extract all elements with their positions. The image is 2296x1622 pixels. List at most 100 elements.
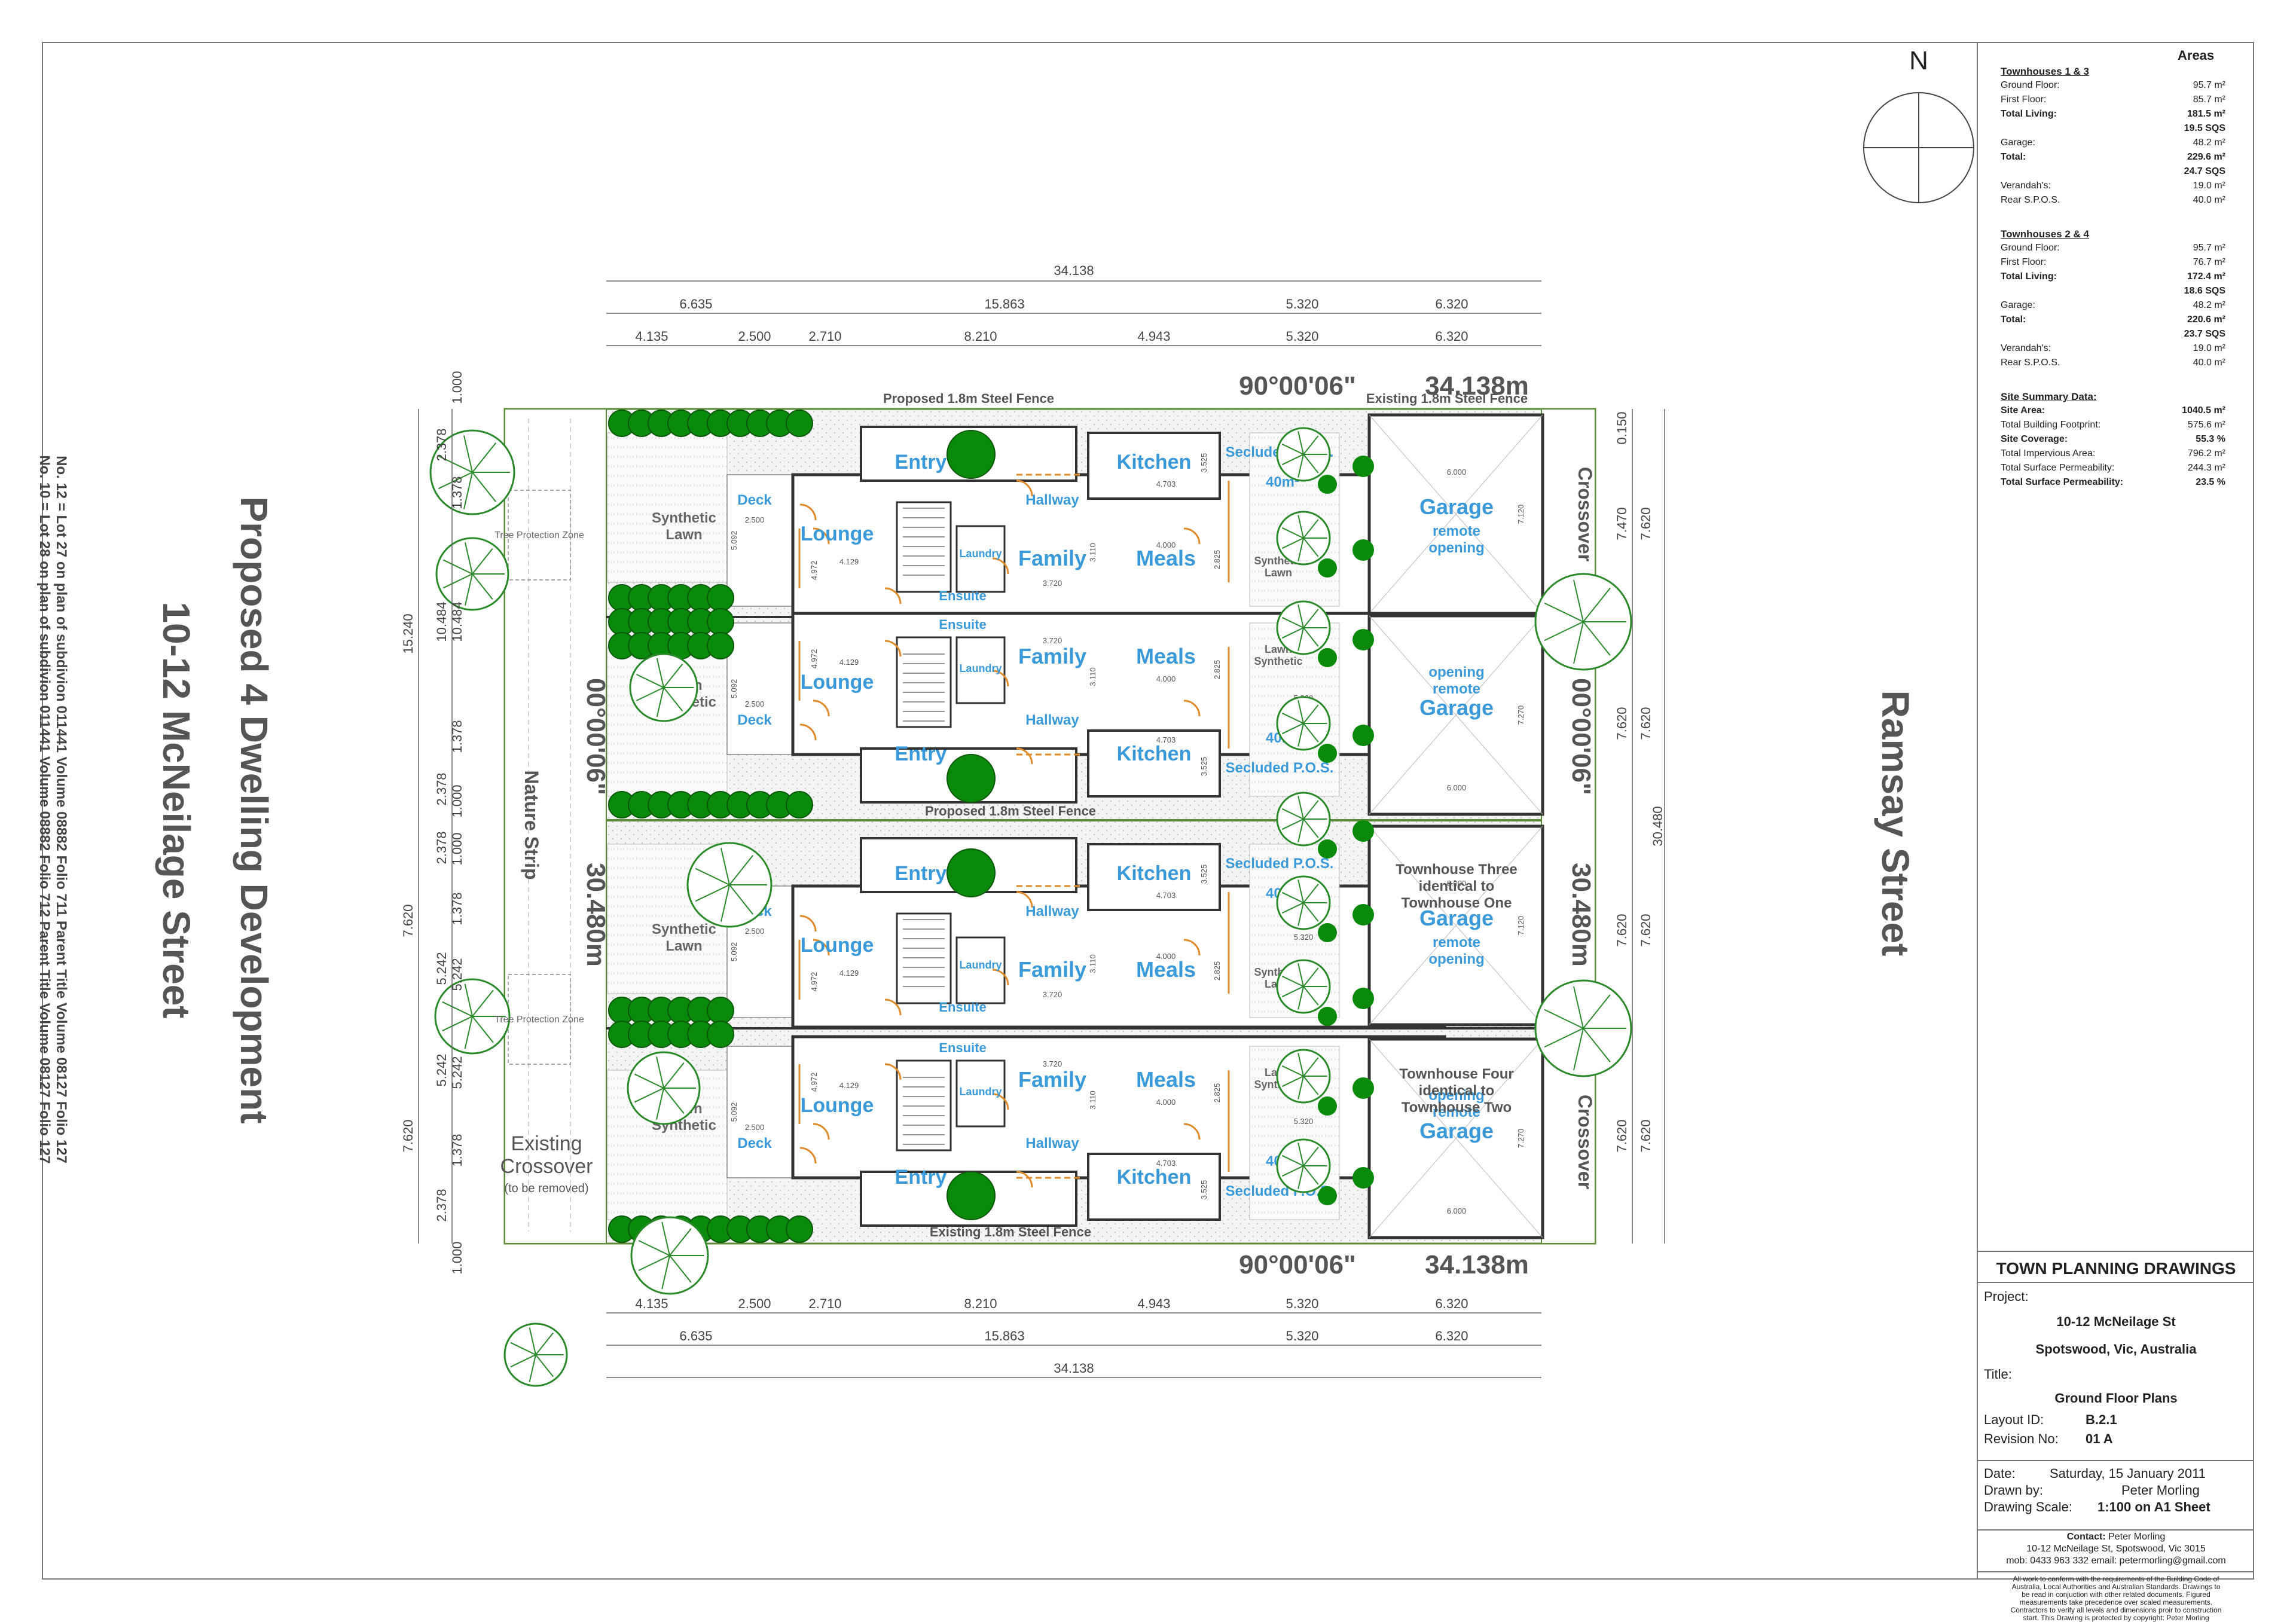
dim-kitchen-width: 4.703 [1156, 735, 1176, 744]
dim-meals-width: 4.000 [1156, 952, 1176, 961]
front-lawn [607, 432, 728, 583]
kitchen-walls [1087, 1153, 1221, 1221]
area-value: 95.7 m² [2193, 243, 2225, 253]
room-lounge: Lounge [801, 523, 874, 545]
door-swing [799, 723, 817, 741]
room-garage-remote: remote [1433, 934, 1480, 951]
hedge-shrub [707, 1021, 734, 1048]
room-deck: Deck [737, 1135, 772, 1151]
tree-branch [1281, 454, 1304, 466]
kitchen-walls [1087, 843, 1221, 911]
door-swing [884, 587, 902, 604]
site-summary-title: Site Summary Data: [2001, 391, 2097, 402]
tree-branch [1544, 621, 1584, 642]
room-ensuite: Ensuite [939, 1040, 986, 1055]
dim-kitchen-width: 4.703 [1156, 479, 1176, 488]
room-kitchen: Kitchen [1117, 451, 1192, 474]
dim-lounge-width: 4.129 [839, 1081, 859, 1090]
tree-branch [1281, 1076, 1304, 1088]
tree-branch [663, 687, 683, 712]
dim-meals-depth: 2.825 [1213, 660, 1222, 680]
dim-meals-width: 4.000 [1156, 674, 1176, 683]
tree-branch [472, 472, 497, 502]
dim-left-outer: 15.240 [401, 613, 416, 653]
dim-family-width: 3.720 [1043, 1059, 1062, 1068]
tree-right-bottom [1534, 979, 1632, 1077]
nature-strip [504, 408, 607, 1244]
note-line: Townhouse Two [1402, 1099, 1512, 1116]
tree-branch [661, 1255, 670, 1290]
dim-lounge-width: 4.129 [839, 658, 859, 667]
room-kitchen: Kitchen [1117, 1166, 1192, 1189]
tree-branch [1281, 975, 1304, 987]
tree-branch [656, 687, 664, 717]
deck-area [726, 1046, 793, 1178]
area-label: Total Impervious Area: [2001, 448, 2096, 459]
door-swing [992, 969, 1009, 986]
tree-branch [695, 884, 730, 902]
dim-garage-width: 6.000 [1447, 1206, 1467, 1215]
tb-drawn-value: Peter Morling [2121, 1483, 2200, 1498]
area-label: Garage: [2001, 138, 2035, 148]
street-name-right: Ramsay Street [1874, 690, 1917, 957]
tree-branch [729, 884, 754, 915]
fence-top-right-label: Existing 1.8m Steel Fence [1366, 391, 1528, 406]
dim-bottom-row1: 6.320 [1435, 1296, 1468, 1311]
rear-shrub [1318, 1186, 1337, 1205]
tree-branch [656, 1056, 664, 1089]
length-right: 30.480m [1567, 863, 1596, 967]
hedge-shrub [707, 997, 734, 1024]
tree-top-left [429, 429, 515, 515]
dim-left-inner: 1.378 [450, 476, 465, 509]
disclaimer-line: Australia, Local Authorities and Austral… [2011, 1583, 2221, 1591]
tree-branch [442, 559, 473, 575]
dim-meals-width: 4.000 [1156, 540, 1176, 549]
dim-lounge-depth: 4.972 [810, 1073, 819, 1092]
dim-meals-depth: 2.825 [1213, 1083, 1222, 1103]
tree-branch [1297, 431, 1304, 455]
rear-shrub [1318, 475, 1337, 494]
door-swing [884, 998, 902, 1016]
tb-revision-value: 01 A [2086, 1431, 2113, 1446]
tree-branch [1573, 621, 1584, 664]
tree-branch [1583, 1028, 1611, 1062]
door-swing [992, 557, 1009, 575]
stair-block [896, 636, 952, 728]
dim-deck-width: 2.500 [745, 1123, 765, 1132]
areas-group2-title: Townhouses 2 & 4 [2001, 228, 2089, 240]
area-value: 19.0 m² [2193, 343, 2225, 353]
stair-block [896, 1059, 952, 1151]
tb-date-label: Date: [1984, 1466, 2016, 1481]
hedge-shrub [786, 791, 813, 818]
hedge-shrub [707, 632, 734, 659]
room-hallway: Hallway [1025, 712, 1079, 728]
dim-bottom-row2: 6.635 [679, 1328, 712, 1343]
tree-branch [465, 542, 473, 575]
area-value: 40.0 m² [2193, 195, 2225, 205]
tree-branch [442, 573, 473, 589]
tree-branch [1303, 1147, 1319, 1166]
deck-area [726, 474, 793, 607]
tree-branch [472, 573, 493, 600]
door-swing [813, 939, 830, 956]
dim-right-outer: 30.480 [1650, 806, 1665, 846]
dim-lounge-depth: 4.972 [810, 649, 819, 669]
dim-top-row3: 2.710 [808, 329, 841, 344]
tree-branch [1297, 723, 1304, 747]
tree-branch [1281, 712, 1304, 724]
tree-bottom-left [630, 1216, 709, 1295]
tree-branch [720, 848, 730, 885]
room-family: Family [1018, 957, 1086, 982]
tree-branch [1583, 621, 1611, 656]
tb-scale-label: Drawing Scale: [1984, 1499, 2072, 1514]
disclaimer-line: be read in conjuction with other related… [2022, 1590, 2210, 1599]
rear-shrub [1318, 558, 1337, 578]
dim-bottom-total: 34.138 [1054, 1361, 1094, 1376]
tree-rear [1276, 959, 1331, 1014]
dim-left-inner: 1.000 [450, 832, 465, 865]
disclaimer-line: start. This Drawing is protected by copy… [2023, 1614, 2209, 1622]
fence-middle-label: Proposed 1.8m Steel Fence [925, 804, 1096, 818]
room-entry: Entry [895, 862, 947, 885]
tree-branch [1297, 700, 1304, 724]
